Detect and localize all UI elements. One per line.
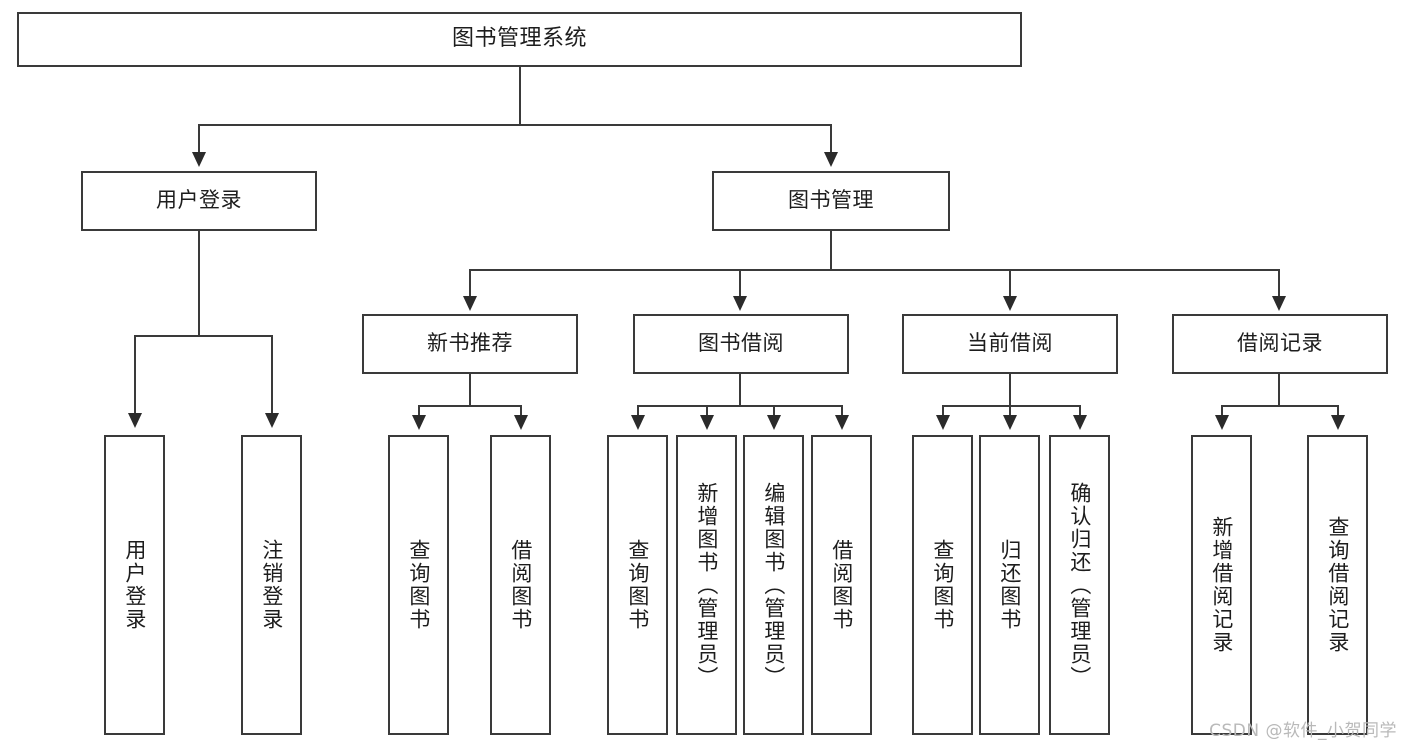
edge-borrow-record-stem <box>1278 374 1280 407</box>
edge-current-borrow-bus <box>942 405 1081 407</box>
node-label: 借阅记录 <box>1237 331 1323 356</box>
leaf-borrow-record-2[interactable]: 查询借阅记录 <box>1307 435 1368 735</box>
node-label: 借阅图书 <box>829 539 854 631</box>
leaf-book-borrow-1[interactable]: 查询图书 <box>607 435 668 735</box>
node-book-manage[interactable]: 图书管理 <box>712 171 950 231</box>
leaf-new-book-1[interactable]: 查询图书 <box>388 435 449 735</box>
node-label: 图书管理系统 <box>451 26 587 52</box>
arrow-new-book-leaf-2 <box>514 415 528 430</box>
edge-book-manage-drop-1 <box>469 269 471 299</box>
edge-book-borrow-drop-4 <box>841 405 843 417</box>
arrow-book-borrow-leaf-2 <box>700 415 714 430</box>
arrow-book-borrow-leaf-4 <box>835 415 849 430</box>
node-label: 查询图书 <box>406 539 431 631</box>
edge-current-borrow-drop-2 <box>1009 405 1011 417</box>
node-root-system[interactable]: 图书管理系统 <box>17 12 1022 67</box>
edge-book-borrow-drop-1 <box>637 405 639 417</box>
edge-root-to-user-login <box>198 124 200 154</box>
edge-borrow-record-bus <box>1221 405 1339 407</box>
node-borrow-record[interactable]: 借阅记录 <box>1172 314 1388 374</box>
arrow-current-borrow-leaf-1 <box>936 415 950 430</box>
edge-book-manage-drop-4 <box>1278 269 1280 299</box>
arrow-to-book-manage <box>824 152 838 167</box>
node-new-book-recommend[interactable]: 新书推荐 <box>362 314 578 374</box>
node-label: 图书借阅 <box>698 331 784 356</box>
edge-book-manage-drop-3 <box>1009 269 1011 299</box>
edge-book-borrow-drop-3 <box>773 405 775 417</box>
node-user-login[interactable]: 用户登录 <box>81 171 317 231</box>
edge-root-stem <box>519 67 521 125</box>
arrow-borrow-record-leaf-2 <box>1331 415 1345 430</box>
edge-book-borrow-drop-2 <box>706 405 708 417</box>
node-label: 用户登录 <box>156 188 242 213</box>
node-book-borrow[interactable]: 图书借阅 <box>633 314 849 374</box>
node-label: 注销登录 <box>259 539 284 631</box>
arrow-to-new-book-recommend <box>463 296 477 311</box>
arrow-new-book-leaf-1 <box>412 415 426 430</box>
arrow-user-login-leaf-2 <box>265 413 279 428</box>
arrow-current-borrow-leaf-2 <box>1003 415 1017 430</box>
arrow-borrow-record-leaf-1 <box>1215 415 1229 430</box>
edge-new-book-drop-1 <box>418 405 420 417</box>
leaf-borrow-record-1[interactable]: 新增借阅记录 <box>1191 435 1252 735</box>
edge-root-to-book-manage <box>830 124 832 154</box>
arrow-to-book-borrow <box>733 296 747 311</box>
arrow-to-borrow-record <box>1272 296 1286 311</box>
leaf-new-book-2[interactable]: 借阅图书 <box>490 435 551 735</box>
node-label: 查询借阅记录 <box>1325 516 1350 654</box>
node-label: 新增图书（管理员） <box>694 481 719 689</box>
edge-user-login-drop-1 <box>134 335 136 415</box>
edge-book-manage-bus <box>469 269 1280 271</box>
arrow-to-current-borrow <box>1003 296 1017 311</box>
arrow-current-borrow-leaf-3 <box>1073 415 1087 430</box>
leaf-book-borrow-2[interactable]: 新增图书（管理员） <box>676 435 737 735</box>
leaf-current-borrow-2[interactable]: 归还图书 <box>979 435 1040 735</box>
arrow-user-login-leaf-1 <box>128 413 142 428</box>
arrow-book-borrow-leaf-3 <box>767 415 781 430</box>
edge-user-login-bus <box>134 335 272 337</box>
node-label: 新书推荐 <box>427 331 513 356</box>
leaf-current-borrow-3[interactable]: 确认归还（管理员） <box>1049 435 1110 735</box>
node-label: 查询图书 <box>625 539 650 631</box>
node-label: 编辑图书（管理员） <box>761 481 786 689</box>
edge-borrow-record-drop-1 <box>1221 405 1223 417</box>
arrow-to-user-login <box>192 152 206 167</box>
node-current-borrow[interactable]: 当前借阅 <box>902 314 1118 374</box>
edge-user-login-stem <box>198 231 200 336</box>
leaf-current-borrow-1[interactable]: 查询图书 <box>912 435 973 735</box>
edge-current-borrow-stem <box>1009 374 1011 407</box>
node-label: 归还图书 <box>997 539 1022 631</box>
edge-current-borrow-drop-1 <box>942 405 944 417</box>
edge-root-bus <box>198 124 831 126</box>
edge-borrow-record-drop-2 <box>1337 405 1339 417</box>
leaf-book-borrow-3[interactable]: 编辑图书（管理员） <box>743 435 804 735</box>
csdn-watermark: CSDN @软件_小贺同学 <box>1209 721 1397 741</box>
edge-new-book-drop-2 <box>520 405 522 417</box>
node-label: 当前借阅 <box>967 331 1053 356</box>
node-label: 确认归还（管理员） <box>1067 481 1092 689</box>
node-label: 新增借阅记录 <box>1209 516 1234 654</box>
node-label: 图书管理 <box>788 188 874 213</box>
node-label: 借阅图书 <box>508 539 533 631</box>
leaf-user-login-2[interactable]: 注销登录 <box>241 435 302 735</box>
arrow-book-borrow-leaf-1 <box>631 415 645 430</box>
edge-new-book-stem <box>469 374 471 407</box>
edge-book-borrow-bus <box>637 405 843 407</box>
edge-book-borrow-stem <box>739 374 741 407</box>
edge-current-borrow-drop-3 <box>1079 405 1081 417</box>
edge-new-book-bus <box>418 405 521 407</box>
node-label: 查询图书 <box>930 539 955 631</box>
edge-book-manage-stem <box>830 231 832 271</box>
edge-book-manage-drop-2 <box>739 269 741 299</box>
node-label: 用户登录 <box>122 539 147 631</box>
leaf-book-borrow-4[interactable]: 借阅图书 <box>811 435 872 735</box>
edge-user-login-drop-2 <box>271 335 273 415</box>
leaf-user-login-1[interactable]: 用户登录 <box>104 435 165 735</box>
